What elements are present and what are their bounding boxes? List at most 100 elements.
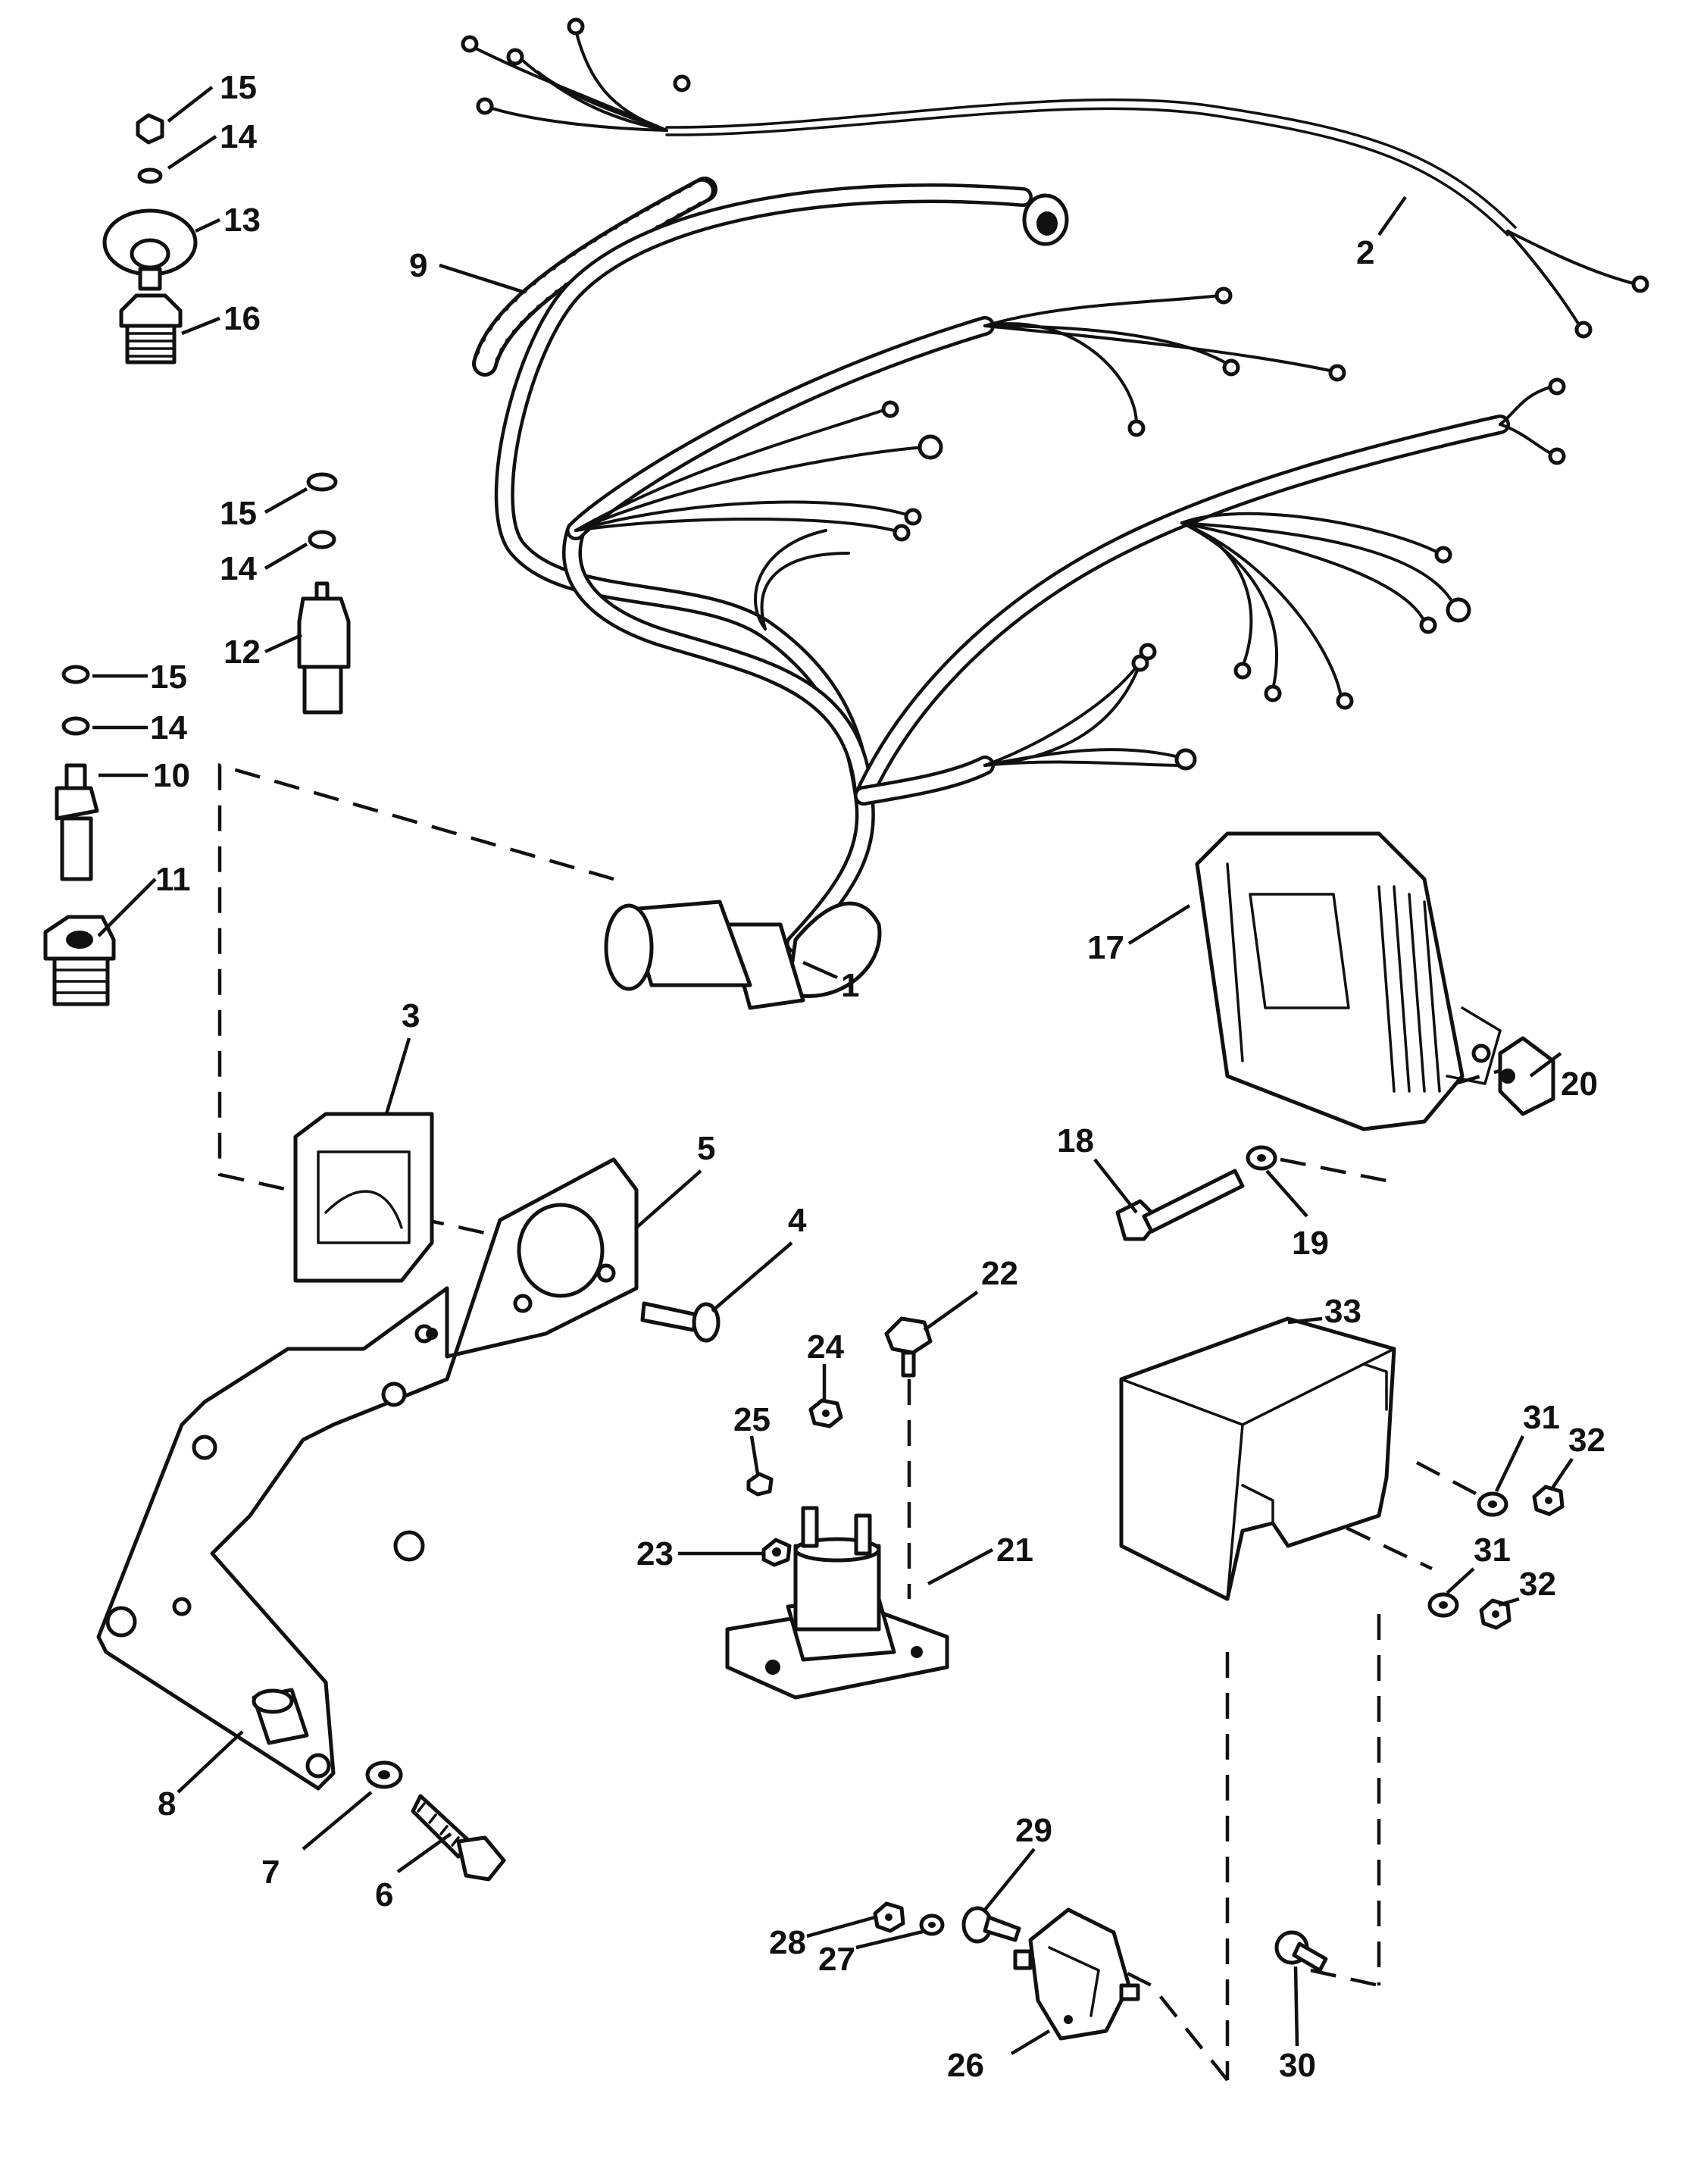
screw-22 bbox=[884, 1316, 933, 1378]
leader-33 bbox=[1287, 1316, 1323, 1325]
callout-27: 27 bbox=[818, 1941, 855, 1978]
starter-solenoid-21 bbox=[725, 1506, 949, 1700]
washer-31b bbox=[1427, 1592, 1459, 1618]
leader-21 bbox=[927, 1548, 994, 1585]
callout-31a: 31 bbox=[1523, 1399, 1560, 1436]
adaptor-16 bbox=[119, 293, 183, 365]
callout-29: 29 bbox=[1015, 1812, 1052, 1849]
callout-15c: 15 bbox=[150, 659, 187, 696]
callout-16: 16 bbox=[224, 300, 261, 337]
screw-4 bbox=[640, 1301, 721, 1343]
leader-32a bbox=[1550, 1457, 1574, 1491]
callout-3: 3 bbox=[402, 997, 420, 1034]
callout-labels: 1 2 3 4 5 6 7 8 9 10 11 12 13 14 14 14 1… bbox=[150, 69, 1605, 2084]
leader-26 bbox=[1010, 2029, 1051, 2055]
leader-32b bbox=[1498, 1597, 1520, 1607]
callout-32a: 32 bbox=[1568, 1422, 1605, 1459]
leader-29 bbox=[983, 1848, 1036, 1911]
callout-18: 18 bbox=[1057, 1122, 1094, 1159]
callout-14a: 14 bbox=[220, 118, 257, 155]
assembly-line-washer-31b bbox=[1272, 1491, 1433, 1571]
leader-22 bbox=[923, 1291, 979, 1331]
bolt-18 bbox=[1115, 1169, 1245, 1241]
convoluted-tubing bbox=[472, 177, 717, 377]
leader-4 bbox=[711, 1241, 793, 1313]
switch-13-stack bbox=[102, 113, 198, 291]
assembly-line-screw-30 bbox=[1310, 1968, 1380, 1988]
leader-25 bbox=[749, 1435, 760, 1475]
leader-14b bbox=[264, 543, 308, 570]
leader-27 bbox=[855, 1929, 927, 1950]
leader-9 bbox=[439, 263, 524, 294]
callout-6: 6 bbox=[375, 1876, 393, 1913]
harness-extension bbox=[461, 17, 1649, 339]
cover-33 bbox=[1119, 1316, 1396, 1601]
washer-7 bbox=[365, 1760, 403, 1789]
callout-21: 21 bbox=[996, 1532, 1033, 1569]
nut-32b bbox=[1479, 1598, 1511, 1630]
spacer-8 bbox=[252, 1688, 309, 1745]
callout-23: 23 bbox=[636, 1535, 674, 1572]
nut-25 bbox=[746, 1472, 774, 1497]
leader-14a bbox=[167, 135, 217, 170]
washer-31a bbox=[1477, 1491, 1508, 1517]
screw-29 bbox=[961, 1906, 1021, 1944]
leader-8 bbox=[177, 1730, 244, 1794]
callout-15b: 15 bbox=[220, 495, 257, 532]
leader-31a bbox=[1494, 1435, 1525, 1492]
callout-2: 2 bbox=[1356, 234, 1374, 271]
assembly-line-washer-19 bbox=[1280, 1157, 1395, 1184]
mounting-bracket-5 bbox=[96, 1157, 639, 1791]
leader-12 bbox=[264, 633, 302, 654]
assembly-line-washer-31a bbox=[1415, 1461, 1490, 1502]
lockwasher-27 bbox=[919, 1913, 945, 1936]
callout-15a: 15 bbox=[220, 69, 257, 106]
leader-16 bbox=[181, 316, 220, 336]
callout-14c: 14 bbox=[150, 709, 187, 746]
callout-10: 10 bbox=[153, 757, 190, 794]
nut-24 bbox=[808, 1398, 843, 1428]
leader-31b bbox=[1446, 1567, 1475, 1594]
callout-30: 30 bbox=[1279, 2047, 1316, 2084]
sender-10-stack bbox=[55, 665, 99, 881]
circuit-breaker-26 bbox=[1013, 1907, 1140, 2041]
callout-20: 20 bbox=[1561, 1065, 1598, 1103]
leader-3 bbox=[384, 1037, 411, 1115]
callout-26: 26 bbox=[947, 2047, 984, 2084]
bolt-6 bbox=[411, 1794, 506, 1882]
leader-28 bbox=[806, 1915, 876, 1938]
spacer-20 bbox=[1498, 1036, 1555, 1116]
callout-leaders bbox=[92, 86, 1574, 2055]
callout-14b: 14 bbox=[220, 550, 257, 587]
sender-12-stack bbox=[297, 472, 351, 715]
leader-6 bbox=[396, 1832, 452, 1873]
callout-13: 13 bbox=[224, 202, 261, 239]
leader-2 bbox=[1377, 196, 1407, 236]
washer-19 bbox=[1246, 1145, 1277, 1171]
screw-30 bbox=[1274, 1930, 1328, 1973]
leader-7 bbox=[302, 1791, 373, 1851]
callout-25: 25 bbox=[733, 1401, 771, 1438]
assembly-line-plug-to-bracket bbox=[217, 763, 614, 1260]
leader-19 bbox=[1265, 1169, 1308, 1218]
leader-5 bbox=[635, 1169, 702, 1229]
callout-7: 7 bbox=[261, 1854, 280, 1891]
assembly-lines bbox=[217, 763, 1508, 2082]
leader-18 bbox=[1093, 1158, 1138, 1214]
callout-33: 33 bbox=[1324, 1293, 1361, 1330]
leader-13 bbox=[195, 217, 220, 233]
wiring-harness bbox=[494, 183, 1566, 1010]
callout-11: 11 bbox=[155, 861, 191, 898]
callout-1: 1 bbox=[841, 967, 859, 1004]
leader-20 bbox=[1529, 1052, 1562, 1078]
callout-8: 8 bbox=[158, 1785, 176, 1823]
leader-11 bbox=[97, 878, 157, 937]
nut-28 bbox=[873, 1901, 905, 1933]
callout-5: 5 bbox=[697, 1130, 715, 1167]
leader-17 bbox=[1127, 904, 1191, 945]
callout-31b: 31 bbox=[1474, 1532, 1511, 1569]
leader-15a bbox=[167, 86, 214, 123]
callout-17: 17 bbox=[1087, 929, 1124, 966]
